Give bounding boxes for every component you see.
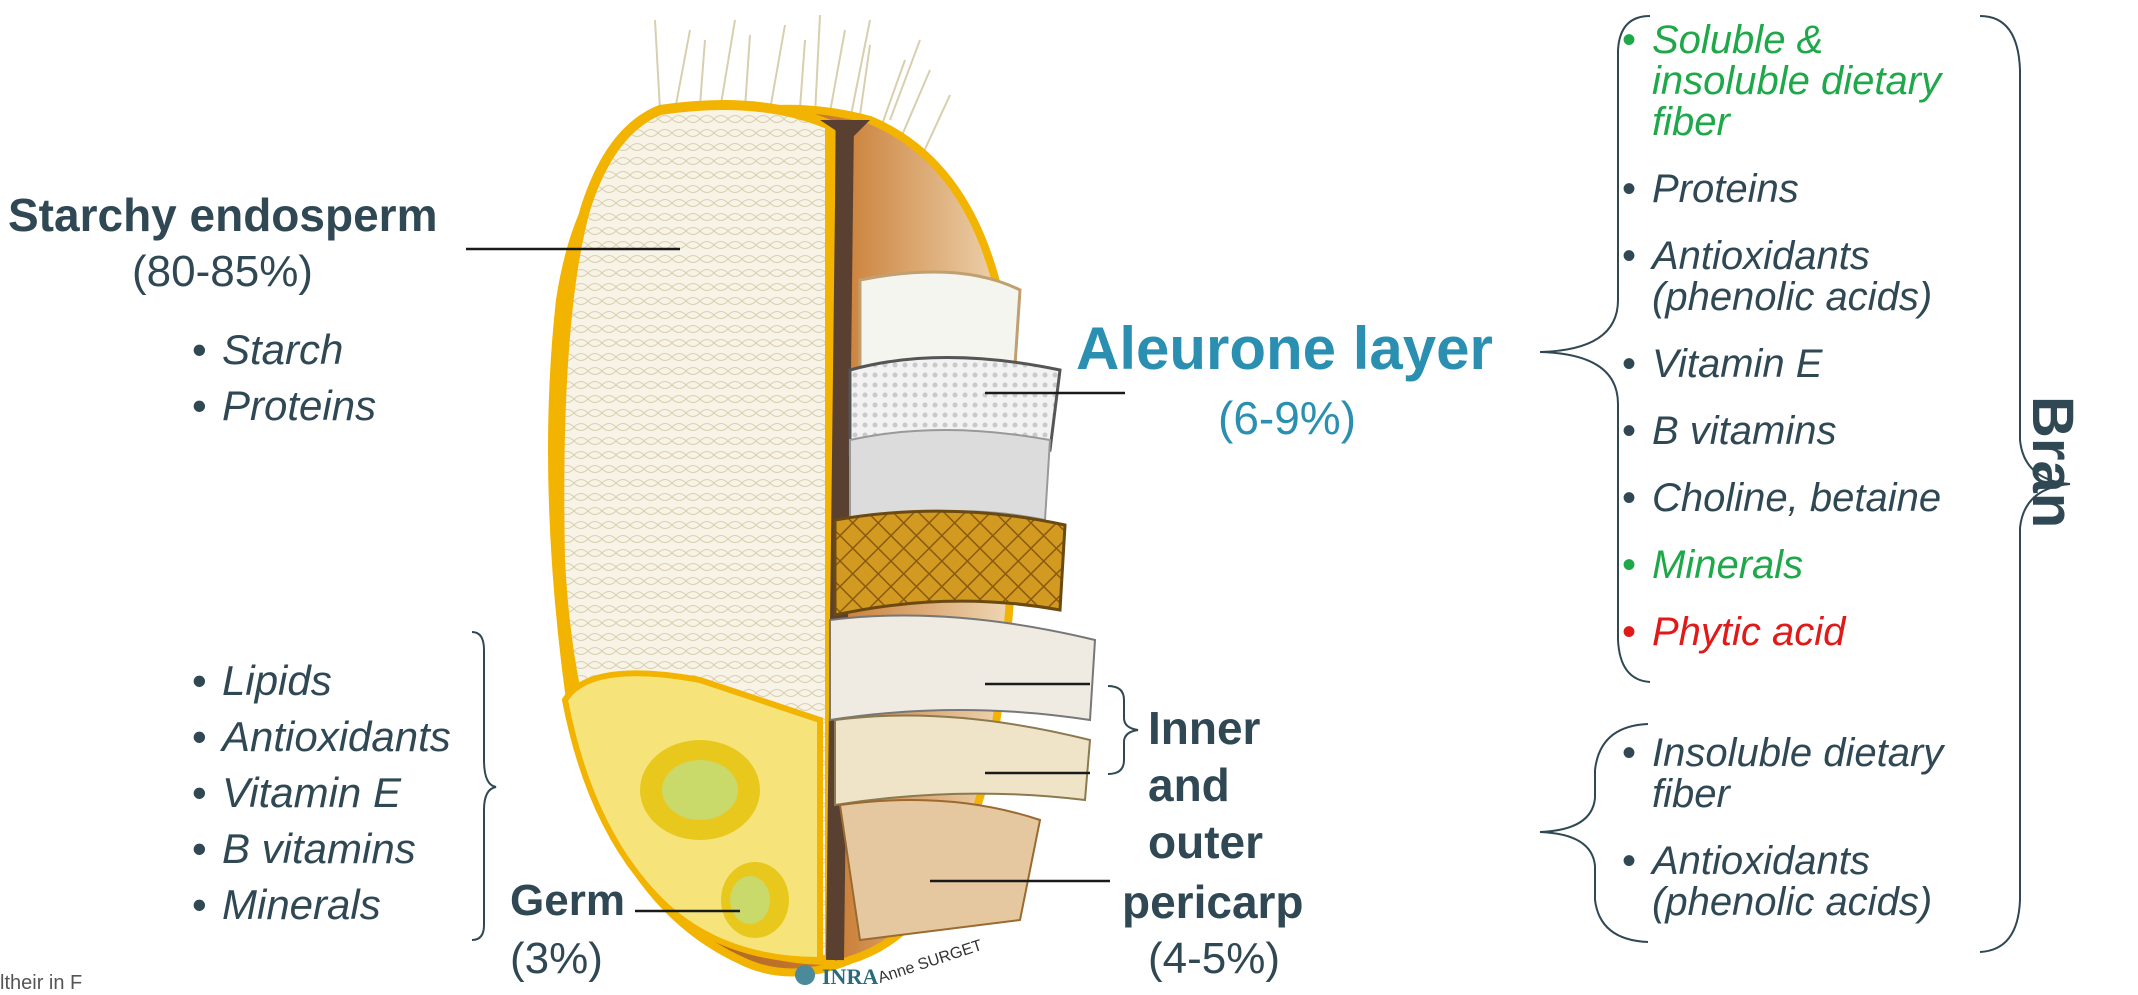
inra-logo-mark — [795, 965, 815, 985]
pericarp-components: Insoluble dietary fiber Antioxidants (ph… — [1622, 733, 1982, 949]
list-item: Lipids — [192, 653, 451, 709]
endosperm-title: Starchy endosperm — [8, 188, 437, 242]
list-item: Antioxidants (phenolic acids) — [1622, 841, 1982, 923]
list-item: Minerals — [1622, 545, 1982, 586]
pericarp-title-line: Inner — [1148, 700, 1263, 757]
pericarp-brace — [1108, 686, 1138, 774]
list-item: Antioxidants (phenolic acids) — [1622, 236, 1982, 318]
aleurone-components: Soluble & insoluble dietary fiber Protei… — [1622, 20, 1982, 679]
footer-text: ltheir in F — [0, 972, 82, 995]
germ-brace — [472, 632, 496, 940]
pericarp-percentage: (4-5%) — [1148, 934, 1280, 984]
illustrator-credit: Anne SURGET — [876, 937, 985, 987]
inra-logo: INRA — [822, 964, 878, 987]
germ-components: Lipids Antioxidants Vitamin E B vitamins… — [192, 653, 451, 933]
list-item: Soluble & insoluble dietary fiber — [1622, 20, 1982, 143]
list-item: Insoluble dietary fiber — [1622, 733, 1982, 815]
list-item: B vitamins — [1622, 411, 1982, 452]
pericarp-title: Inner and outer — [1148, 700, 1263, 871]
list-item: Proteins — [192, 378, 376, 434]
list-item: B vitamins — [192, 821, 451, 877]
outer-pericarp-slice — [840, 800, 1040, 940]
endosperm-percentage: (80-85%) — [132, 247, 313, 297]
list-item: Vitamin E — [1622, 344, 1982, 385]
testa-slice — [835, 511, 1065, 615]
pericarp-title-line: pericarp — [1122, 875, 1304, 929]
list-item: Antioxidants — [192, 709, 451, 765]
list-item: Starch — [192, 322, 376, 378]
list-item: Proteins — [1622, 169, 1982, 210]
list-item: Choline, betaine — [1622, 478, 1982, 519]
pericarp-title-line: and — [1148, 757, 1263, 814]
aleurone-title: Aleurone layer — [1076, 314, 1493, 383]
inner-pericarp-slice — [830, 616, 1095, 721]
aleurone-percentage: (6-9%) — [1218, 391, 1356, 445]
list-item: Minerals — [192, 877, 451, 933]
bran-label: Bran — [2019, 396, 2086, 528]
pericarp-title-line: outer — [1148, 814, 1263, 871]
endosperm-components: Starch Proteins — [192, 322, 376, 434]
germ-percentage: (3%) — [510, 934, 603, 984]
germ-title: Germ — [510, 876, 625, 926]
list-item: Phytic acid — [1622, 612, 1982, 653]
list-item: Vitamin E — [192, 765, 451, 821]
